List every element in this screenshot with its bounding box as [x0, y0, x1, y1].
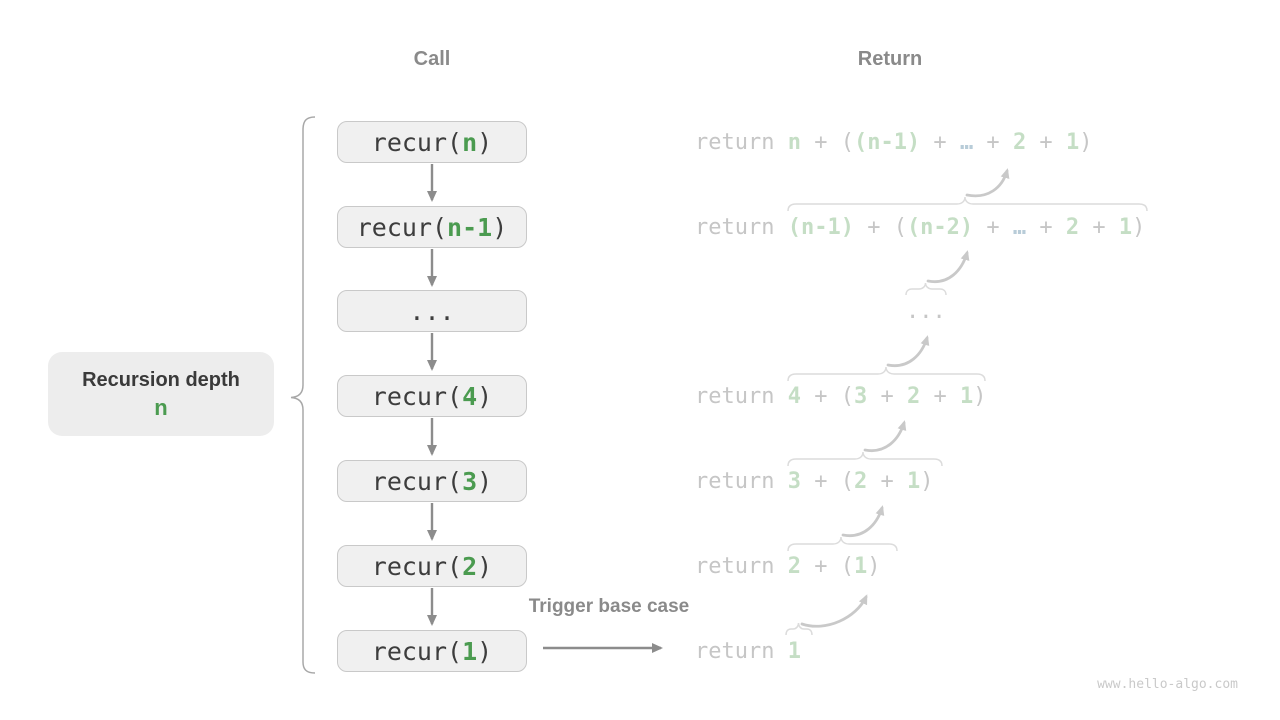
return-arrow [863, 420, 907, 453]
code-token: 1 [1118, 214, 1133, 240]
code-token: 2 [787, 553, 801, 579]
call-box-recur-1: recur(1) [337, 630, 527, 672]
code-token: return [695, 383, 788, 409]
code-token: … [1012, 214, 1027, 240]
code-token: 3 [787, 468, 801, 494]
code-token: 1 [1065, 129, 1080, 155]
code-token: + [973, 214, 1013, 240]
recursion-depth-value: n [154, 395, 168, 420]
return-line-n: return n + ((n-1) + … + 2 + 1) [695, 127, 1092, 157]
code-token: + [1026, 214, 1066, 240]
code-token: + ( [853, 214, 907, 240]
code-token: + ( [800, 383, 854, 409]
return-line-ellipsis: ... [906, 296, 946, 326]
call-box-recur-3: recur(3) [337, 460, 527, 502]
code-token: n-1 [447, 212, 493, 242]
code-token: recur( [371, 551, 463, 581]
code-token: 3 [462, 466, 478, 496]
expression-brace [787, 536, 898, 552]
code-token: ) [1132, 214, 1146, 240]
code-token: + ( [800, 129, 854, 155]
code-token: ) [477, 466, 493, 496]
code-token: 1 [853, 553, 868, 579]
code-token: + [920, 383, 960, 409]
code-token: return [695, 129, 788, 155]
expression-brace [787, 196, 1148, 212]
code-token: ) [477, 636, 493, 666]
return-line-base: return 1 [695, 636, 801, 666]
code-token: + [973, 129, 1013, 155]
code-token: 1 [906, 468, 921, 494]
code-token: + [920, 129, 960, 155]
return-line-3: return 3 + (2 + 1) [695, 466, 933, 496]
code-token: n [787, 129, 801, 155]
code-token: 2 [853, 468, 868, 494]
return-arrow [886, 335, 930, 368]
recursion-depth-label: Recursion depth n [48, 352, 274, 436]
code-token: + [1079, 214, 1119, 240]
code-token: ) [920, 468, 934, 494]
expression-brace [785, 622, 813, 636]
return-arrow [800, 594, 868, 628]
code-token: return [695, 468, 788, 494]
code-token: recur( [371, 636, 463, 666]
code-token: … [959, 129, 974, 155]
code-token: 1 [787, 638, 801, 664]
code-token: (n-1) [787, 214, 854, 240]
return-line-n-1: return (n-1) + ((n-2) + … + 2 + 1) [695, 212, 1145, 242]
code-token: ) [492, 212, 508, 242]
code-token: + ( [800, 468, 854, 494]
code-token: 4 [462, 381, 478, 411]
code-token: return [695, 553, 788, 579]
return-arrow [926, 250, 970, 284]
code-token: ) [477, 551, 493, 581]
code-token: + [1026, 129, 1066, 155]
recursion-depth-brace [290, 116, 316, 674]
expression-brace [787, 451, 943, 467]
code-token: 4 [787, 383, 801, 409]
code-token: 1 [462, 636, 478, 666]
code-token: recur( [371, 381, 463, 411]
code-token: ... [409, 296, 455, 326]
code-token: 2 [1065, 214, 1080, 240]
return-line-4: return 4 + (3 + 2 + 1) [695, 381, 986, 411]
code-token: ) [1079, 129, 1093, 155]
call-column-header: Call [413, 48, 451, 70]
code-token: ) [973, 383, 987, 409]
code-token: + [867, 383, 907, 409]
code-token: recur( [371, 127, 463, 157]
watermark: www.hello-algo.com [1097, 677, 1238, 692]
code-token: recur( [356, 212, 448, 242]
code-token: return [695, 214, 788, 240]
call-box-recur-2: recur(2) [337, 545, 527, 587]
call-box-recur-n-1: recur(n-1) [337, 206, 527, 248]
return-arrow [841, 505, 885, 538]
code-token: recur( [371, 466, 463, 496]
code-token: n [462, 127, 478, 157]
code-token: 3 [853, 383, 868, 409]
code-token: return [695, 638, 788, 664]
code-token: 2 [1012, 129, 1027, 155]
code-token: ) [477, 381, 493, 411]
code-token: + [867, 468, 907, 494]
call-box-recur-4: recur(4) [337, 375, 527, 417]
code-token: ... [906, 298, 946, 324]
recursion-depth-text: Recursion depth [82, 369, 240, 391]
code-token: 2 [462, 551, 478, 581]
expression-brace [905, 282, 947, 296]
expression-brace [787, 366, 986, 382]
call-box-ellipsis: ... [337, 290, 527, 332]
return-column-header: Return [857, 48, 923, 70]
return-arrow [965, 168, 1010, 198]
trigger-base-case-label: Trigger base case [528, 596, 690, 617]
return-line-2: return 2 + (1) [695, 551, 880, 581]
code-token: ) [867, 553, 881, 579]
code-token: (n-1) [853, 129, 921, 155]
code-token: ) [477, 127, 493, 157]
call-box-recur-n: recur(n) [337, 121, 527, 163]
code-token: + ( [800, 553, 854, 579]
code-token: 2 [906, 383, 921, 409]
code-token: (n-2) [906, 214, 974, 240]
code-token: 1 [959, 383, 974, 409]
